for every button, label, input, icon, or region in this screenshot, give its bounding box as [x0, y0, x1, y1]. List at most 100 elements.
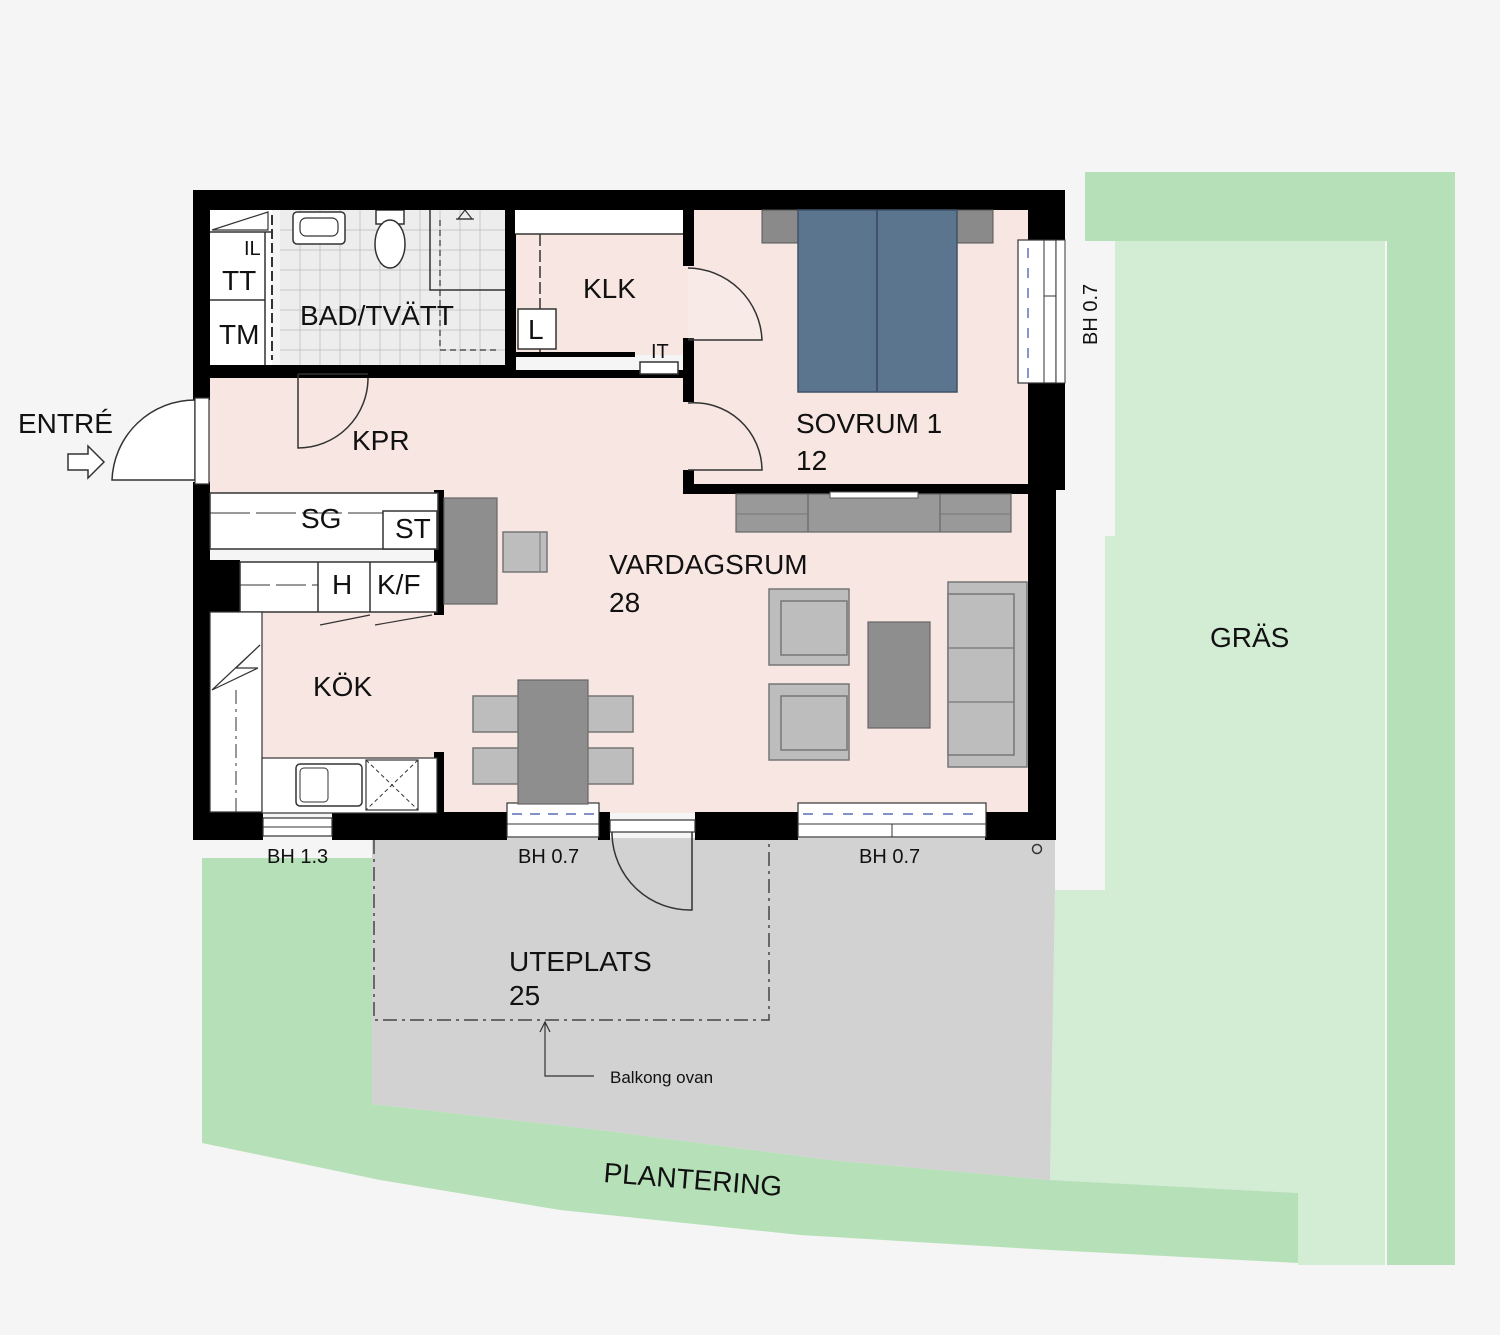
windows [262, 239, 1066, 838]
dining-chair-4 [587, 747, 634, 785]
wall-right-4 [1028, 490, 1056, 840]
floor-hall [208, 376, 688, 494]
door-klk [687, 267, 763, 341]
label-il: IL [244, 238, 261, 260]
laundry-corner [211, 211, 269, 231]
wall-bottom-1 [193, 812, 263, 840]
toilet-icon [374, 219, 406, 269]
door-entrance-frame [194, 397, 210, 485]
wall-klk-bottom [515, 352, 635, 357]
label-tt: TT [222, 265, 256, 296]
sofa-seat [947, 593, 1015, 756]
balcony-arrowhead [539, 1020, 551, 1033]
label-tm: TM [219, 319, 259, 350]
closet-shelf [515, 210, 683, 234]
cabinet-door-2 [374, 614, 433, 626]
grass-lawn [1050, 241, 1385, 1265]
laundry-column [210, 208, 273, 366]
wall-hall-bottom [208, 370, 688, 378]
wall-klk-right-mid [683, 338, 694, 402]
wall-right-3 [1028, 380, 1048, 490]
sink-double-icon [295, 763, 363, 807]
tv-bench [735, 493, 1012, 533]
label-entre: ENTRÉ [18, 408, 113, 439]
grass-strip-right [1085, 172, 1455, 1265]
window-bedroom-sill [1055, 239, 1066, 384]
label-kok: KÖK [313, 671, 372, 702]
grass-area [202, 172, 1455, 1265]
label-balkong: Balkong ovan [610, 1068, 713, 1087]
wall-top [193, 190, 1065, 210]
sink-icon [292, 211, 346, 245]
storage-units [209, 492, 439, 814]
dining-furniture [472, 679, 634, 805]
dining-chair-1 [472, 695, 519, 733]
wall-bottom-5 [985, 812, 1056, 840]
living-furniture [443, 491, 1028, 768]
label-h: H [332, 569, 352, 600]
cabinet-h [239, 561, 438, 613]
door-bathroom [297, 374, 369, 449]
label-bh-dining: BH 0.7 [518, 846, 579, 868]
label-gras: GRÄS [1210, 622, 1289, 653]
window-bedroom [1017, 239, 1057, 384]
door-patio [611, 830, 693, 911]
coffee-table [867, 621, 931, 729]
nightstand-right [956, 209, 994, 244]
fridge-break-line [211, 644, 261, 691]
planting-bed [202, 858, 1298, 1263]
label-sovrum-area: 12 [796, 445, 827, 476]
laundry-column-bg [210, 208, 272, 366]
dining-chair-3 [587, 695, 634, 733]
wall-left-lower [193, 482, 210, 840]
sink-left-bowl [299, 767, 329, 803]
label-kpr: KPR [352, 425, 410, 456]
entrance-arrow-icon [67, 444, 106, 480]
label-uteplats-area: 25 [509, 980, 540, 1011]
balcony-arrow [544, 1022, 594, 1077]
label-sg: SG [301, 503, 341, 534]
dining-chair-2 [472, 747, 519, 785]
floor-kitchen [262, 610, 442, 760]
armchair-2-seat [780, 695, 848, 751]
label-bh-bedroom: BH 0.7 [1080, 284, 1102, 345]
wall-bottom-2 [332, 812, 507, 840]
wall-right-2 [1046, 380, 1065, 490]
stove-cross-2 [365, 759, 419, 811]
label-bad-tvatt: BAD/TVÄTT [300, 300, 454, 331]
label-bh-kitchen: BH 1.3 [267, 846, 328, 868]
door-entrance [111, 399, 196, 481]
label-kf: K/F [377, 569, 421, 600]
wall-stub-kitchen-2 [434, 490, 444, 615]
wall-bathroom-right [505, 208, 516, 376]
desk [443, 497, 498, 605]
wall-bottom-4 [695, 812, 798, 840]
shelf-l [517, 308, 557, 350]
window-patio-door [609, 819, 696, 833]
label-klk: KLK [583, 273, 636, 304]
closet-fixtures [515, 210, 683, 375]
nightstand-left [761, 209, 799, 244]
wall-bottom-3 [598, 812, 610, 840]
balcony-outline [373, 840, 770, 1021]
wall-klk-right-upper [683, 208, 694, 266]
water-heater-it [639, 361, 679, 375]
label-vardagsrum: VARDAGSRUM [609, 549, 808, 580]
walls [193, 190, 1065, 840]
dining-table [517, 679, 589, 805]
tv-icon [829, 491, 919, 499]
label-bh-living: BH 0.7 [859, 846, 920, 868]
doors [111, 267, 763, 911]
shower-screen [429, 210, 505, 291]
wall-stub-kitchen-3 [434, 752, 444, 814]
cabinet-door-1 [319, 614, 371, 626]
armchair-1-seat [780, 600, 848, 656]
label-it: IT [651, 341, 669, 363]
label-st: ST [395, 513, 431, 544]
wall-right [1028, 190, 1065, 240]
label-sovrum: SOVRUM 1 [796, 408, 942, 439]
window-dining [506, 802, 600, 838]
label-uteplats: UTEPLATS [509, 946, 652, 977]
shower-screen-dashed [439, 220, 500, 351]
drain-marker [1031, 843, 1043, 855]
